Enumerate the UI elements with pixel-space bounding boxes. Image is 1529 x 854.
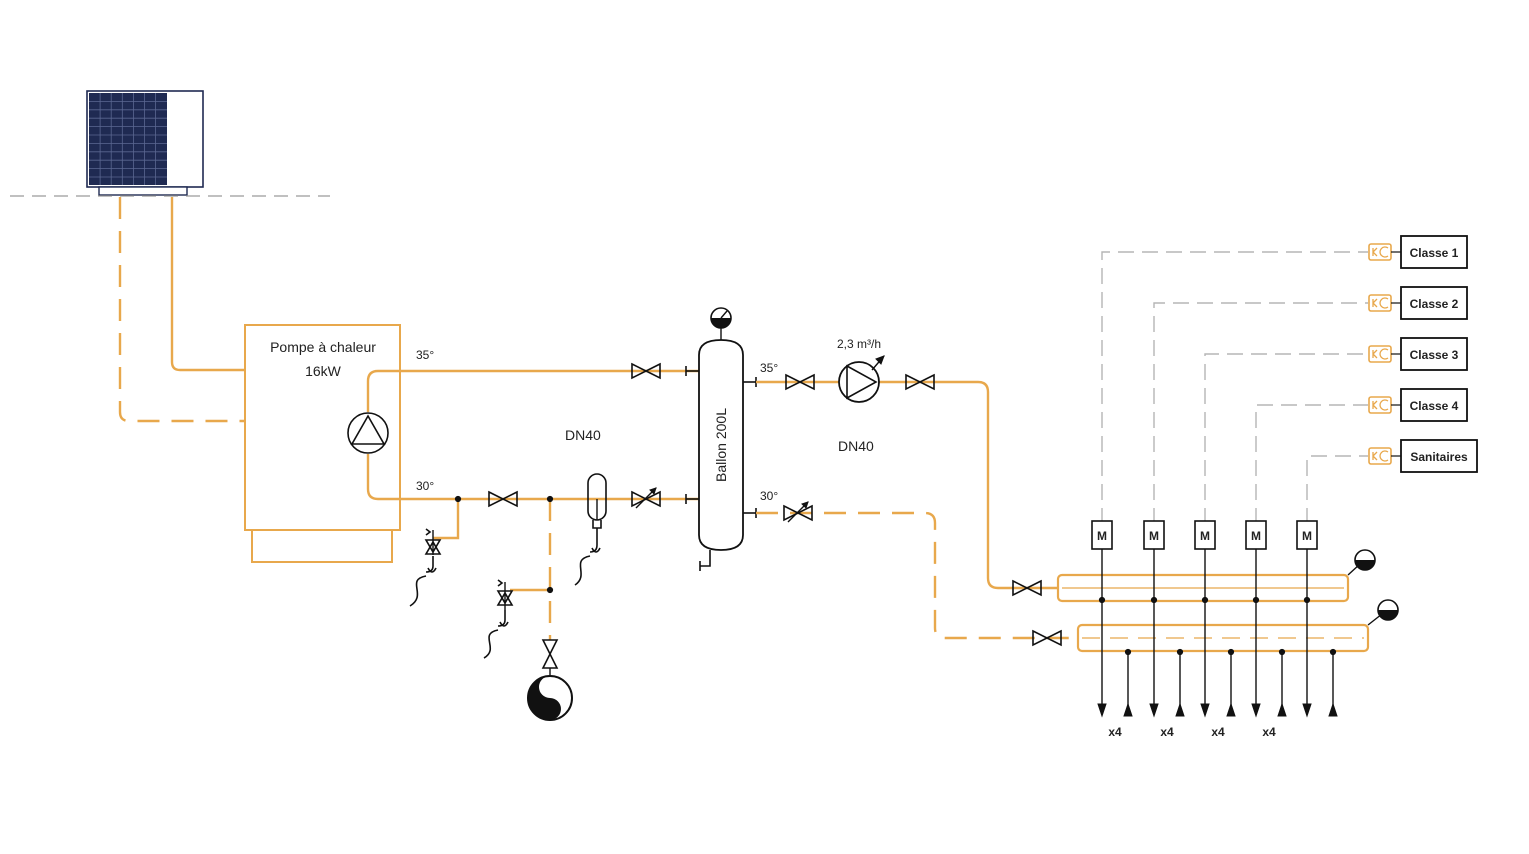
junction-node [1201,596,1209,604]
flow-arrow-up [1226,702,1236,717]
junction-node [1124,648,1132,656]
hp-internal-supply [366,369,400,412]
pressure-gauge-icon [1354,549,1376,571]
flow-arrow-up [1328,702,1338,717]
junction-node [1150,596,1158,604]
junction-node [1278,648,1286,656]
sec-supply-temp: 35° [760,361,778,375]
zone-label: Sanitaires [1410,450,1468,464]
gate-valve-icon [541,639,559,669]
actuator-label: M [1149,529,1159,543]
zone-label-box [1400,286,1468,320]
zone-label-box [1400,388,1468,422]
gate-valve-icon [488,490,518,508]
junction-node [546,495,554,503]
thermostat-icon [1368,294,1392,312]
outlet-multiplier: x4 [1262,725,1276,739]
pressure-gauge-icon [710,307,732,329]
expansion-vessel-icon [574,473,607,586]
sec-return-temp: 30° [760,489,778,503]
primary-diameter: DN40 [565,427,601,443]
gate-valve-icon [905,373,935,391]
buffer-tank-label: Ballon 200L [713,408,729,482]
zone-label-box [1400,235,1468,269]
junction-node [1098,596,1106,604]
water-meter-icon [527,675,573,721]
outlets-layer: x4 x4 x4 x4 [1108,725,1276,739]
flow-arrow-down [1149,703,1159,718]
hp-internal-return [366,454,400,501]
secondary-diameter: DN40 [838,438,874,454]
actuator-label: M [1302,529,1312,543]
circulator-pump-icon [838,355,885,403]
zones-layer: Classe 1 M Classe 2 M Classe 3 M Classe 4 M Sani… [1091,235,1478,718]
outdoor-supply-pipe [170,197,245,372]
flow-arrow-up [1175,702,1185,717]
control-signal-line [1101,251,1368,524]
actuator-label: M [1200,529,1210,543]
gate-valve-icon [785,373,815,391]
junction-node [454,495,462,503]
control-signal-line [1153,302,1368,524]
outlet-multiplier: x4 [1108,725,1122,739]
pressure-gauge-icon [1377,599,1399,621]
circulator-pump-icon [347,412,389,454]
zone-label: Classe 3 [1410,348,1459,362]
actuator-label: M [1251,529,1261,543]
zone-label: Classe 2 [1410,297,1459,311]
gate-valve-icon [631,362,661,380]
hp-return-temp: 30° [416,479,434,493]
outdoor-unit-icon [86,90,204,196]
junction-node [1176,648,1184,656]
zone-label-box [1400,337,1468,371]
secondary-supply-pipe [756,380,1058,590]
junction-node [1329,648,1337,656]
junction-node [1227,648,1235,656]
balancing-valve-icon [631,487,661,509]
junction-node [1303,596,1311,604]
secondary-return-pipe [756,511,1078,640]
safety-branch-pipe [433,499,460,540]
flow-arrow-down [1097,703,1107,718]
flow-arrow-up [1277,702,1287,717]
control-signal-line [1255,404,1368,524]
zone-label: Classe 4 [1410,399,1459,413]
supply-manifold [1056,549,1376,603]
outdoor-return-pipe [118,197,245,423]
thermostat-icon [1368,396,1392,414]
control-signal-line [1306,455,1368,524]
heat-pump-title: Pompe à chaleur [270,339,376,355]
outlet-multiplier: x4 [1211,725,1225,739]
flow-arrow-down [1200,703,1210,718]
return-manifold [1076,599,1399,653]
gate-valve-icon [1032,629,1062,647]
thermostat-icon [1368,243,1392,261]
gate-valve-icon [1012,579,1042,597]
safety-valve-icon [483,579,514,659]
junction-node [546,586,554,594]
balancing-valve-icon [783,501,813,523]
heat-pump-power: 16kW [305,363,342,379]
hp-supply-temp: 35° [416,348,434,362]
heat-pump-unit: Pompe à chaleur 16kW [244,324,401,563]
control-signal-line [1204,353,1368,524]
flow-arrow-up [1123,702,1133,717]
zone-label-box [1400,439,1478,473]
circulator-flow: 2,3 m³/h [837,337,881,351]
junction-node [1252,596,1260,604]
actuator-label: M [1097,529,1107,543]
safety-valve-icon [409,528,442,607]
zone-label: Classe 1 [1410,246,1459,260]
buffer-tank: Ballon 200L [685,307,757,571]
thermostat-icon [1368,447,1392,465]
flow-arrow-down [1302,703,1312,718]
outlet-multiplier: x4 [1160,725,1174,739]
flow-arrow-down [1251,703,1261,718]
thermostat-icon [1368,345,1392,363]
